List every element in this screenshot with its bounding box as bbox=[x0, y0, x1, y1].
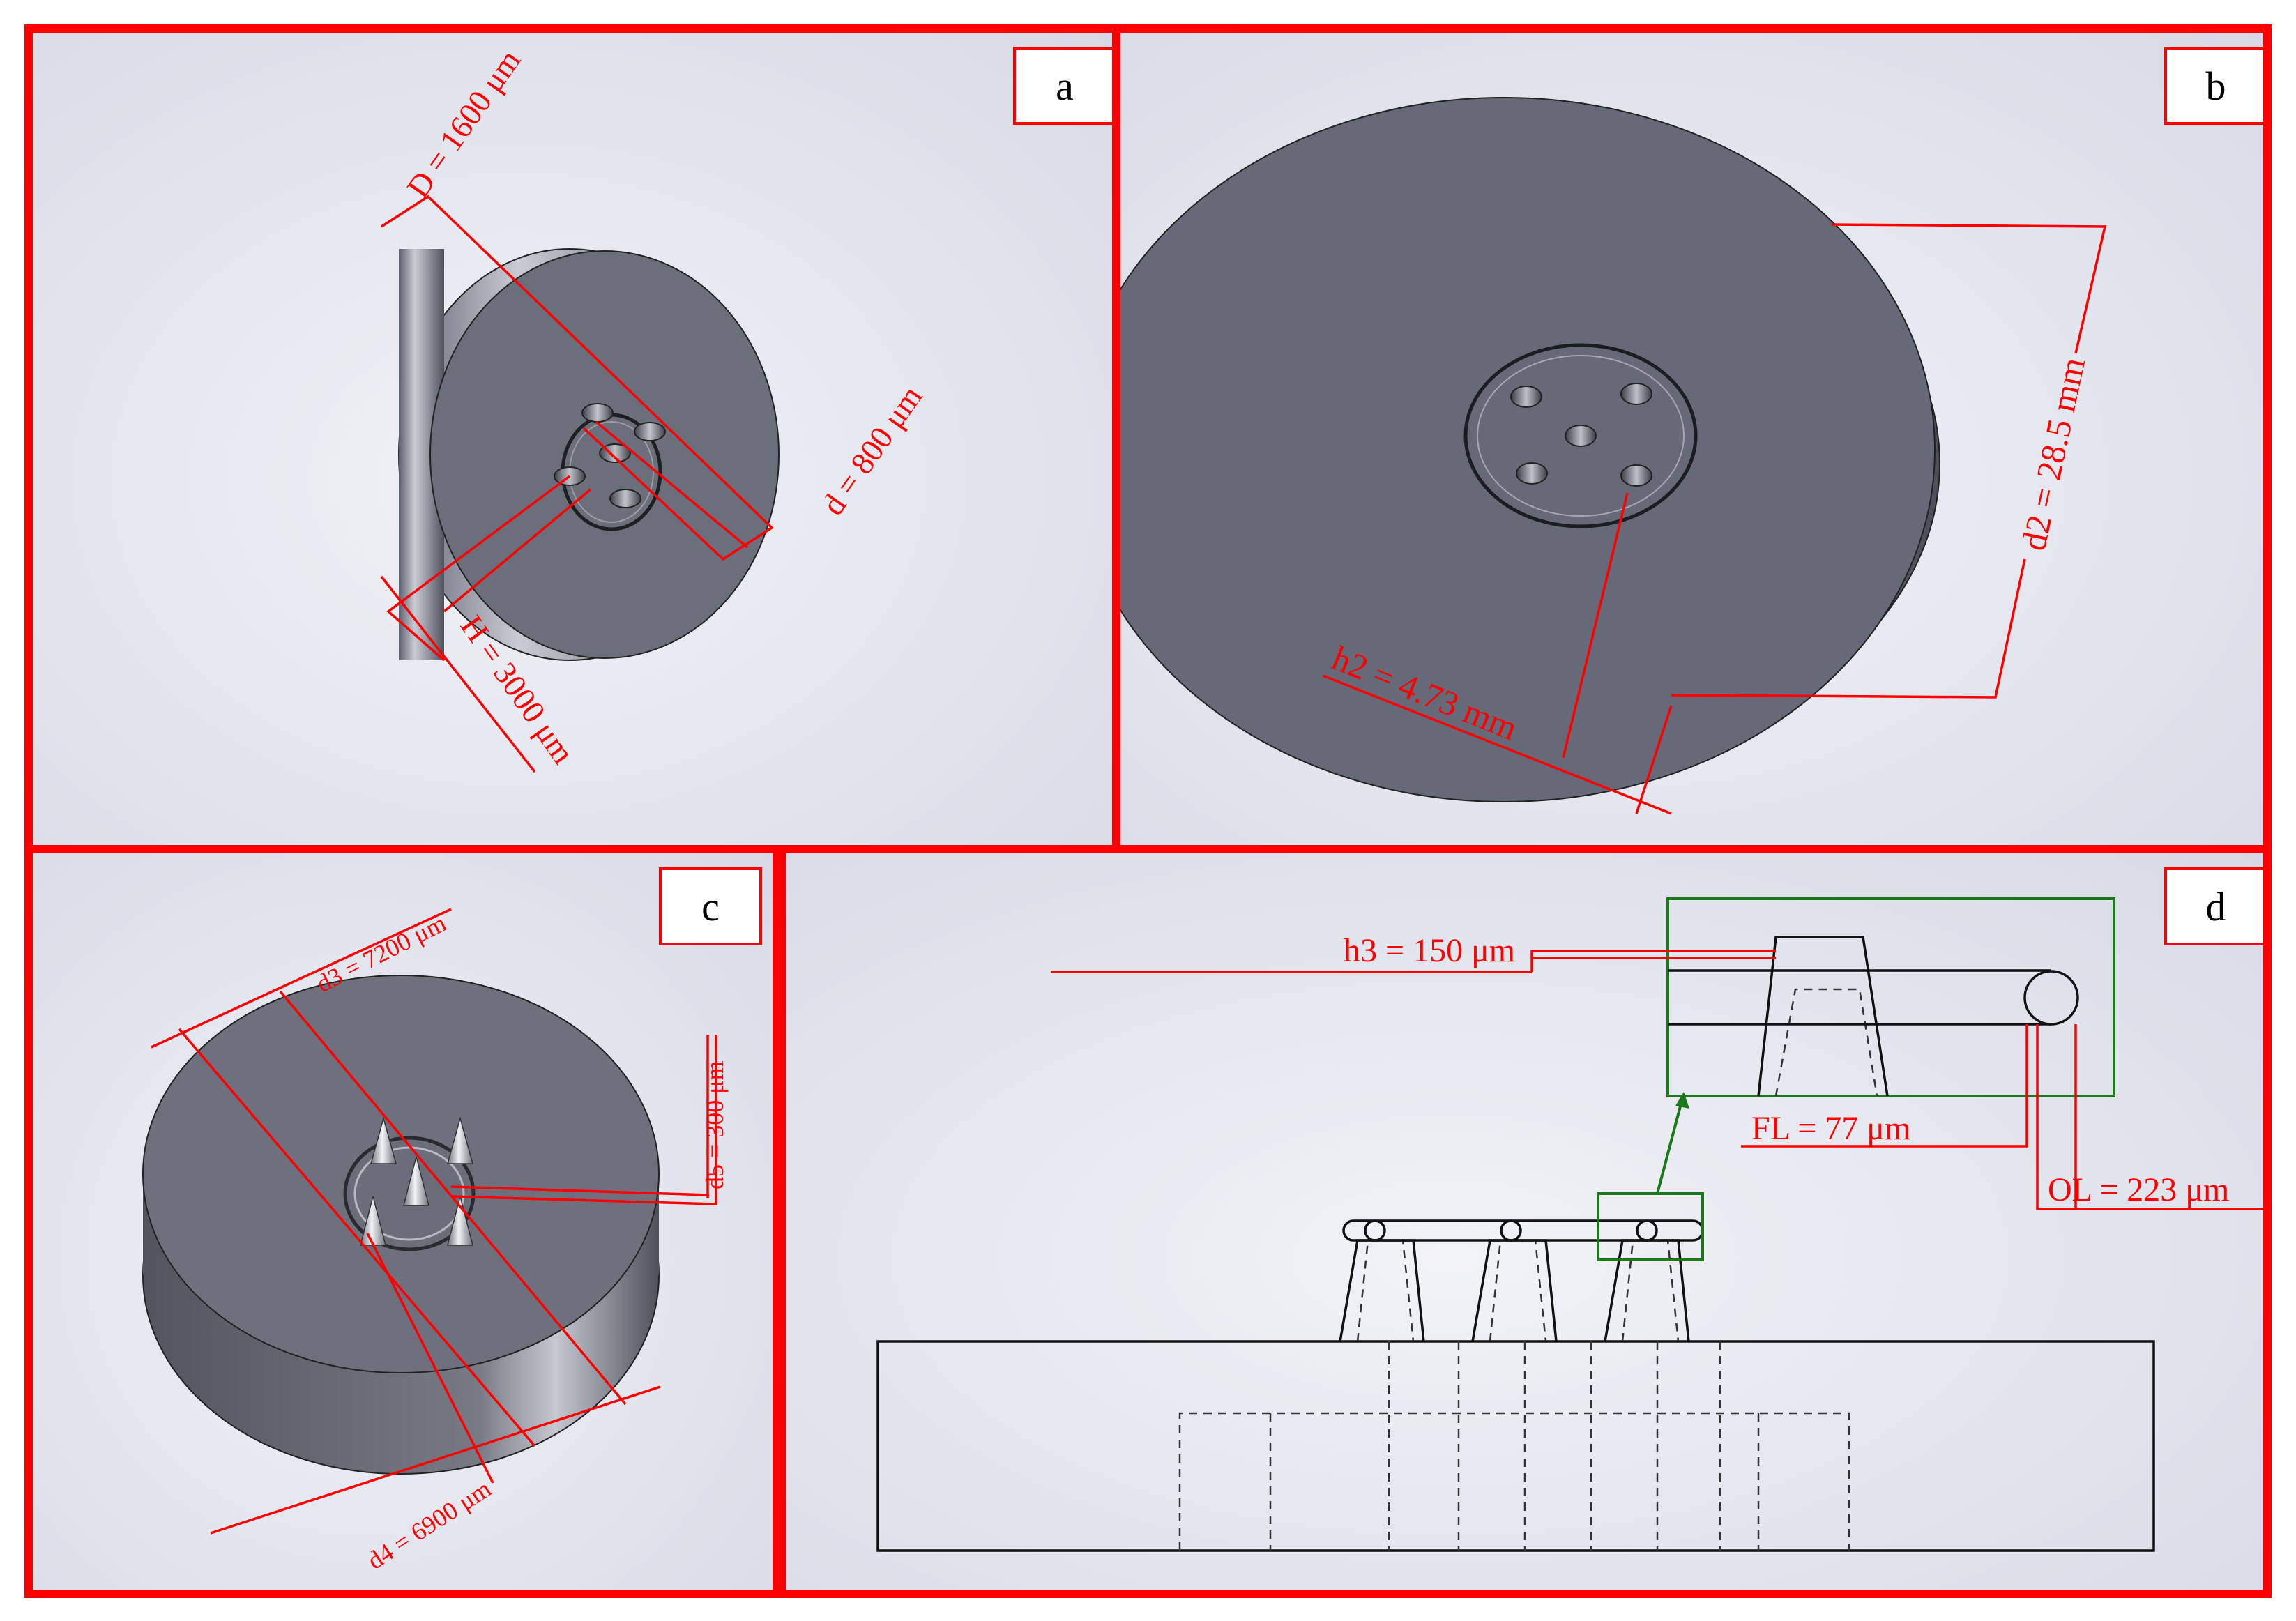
dimension-OL: OL = 223 μm bbox=[2048, 1171, 2229, 1208]
nozzle-cones-c bbox=[360, 1116, 473, 1246]
zoom-source-box bbox=[1597, 1092, 1704, 1261]
nozzle-ring-b bbox=[1463, 343, 1698, 528]
zoom-detail-box bbox=[1666, 897, 2115, 1097]
dimension-h3: h3 = 150 μm bbox=[1344, 932, 1515, 969]
panel-b: b bbox=[1112, 24, 2272, 854]
dimension-d: d = 800 μm bbox=[814, 379, 929, 522]
disc-a bbox=[398, 248, 780, 661]
panel-label-a: a bbox=[1013, 47, 1112, 125]
panel-d: d bbox=[777, 845, 2272, 1598]
panel-a: a bbox=[24, 24, 1120, 854]
panel-d-drawing: h3 = 150 μm FL = 77 μm OL = 223 μm bbox=[876, 897, 2263, 1552]
cone-pillars bbox=[1339, 1219, 1704, 1342]
panel-label-d: d bbox=[2164, 867, 2263, 945]
panel-b-drawing: d2 = 28.5 mm h2 = 4.73 mm bbox=[1120, 97, 2107, 815]
base-block bbox=[876, 1340, 2155, 1552]
dimension-d2: d2 = 28.5 mm bbox=[2014, 354, 2092, 554]
panel-label-c: c bbox=[659, 867, 762, 945]
panel-c: c bbox=[24, 845, 781, 1598]
dimension-lines-d bbox=[1051, 950, 2263, 1210]
dimension-d4: d4 = 6900 μm bbox=[363, 1475, 496, 1575]
dimension-FL: FL = 77 μm bbox=[1751, 1110, 1910, 1147]
nozzle-cones-b bbox=[1510, 383, 1652, 487]
dimension-lines-c bbox=[151, 908, 717, 1535]
dimension-d5: d5 = 300 μm bbox=[701, 1060, 729, 1189]
dimension-lines-a bbox=[380, 195, 774, 773]
panel-c-drawing: d3 = 7200 μm d4 = 6900 μm d5 = 300 μm bbox=[142, 908, 729, 1575]
dimension-lines-b bbox=[1322, 223, 2107, 815]
panel-a-drawing: D = 1600 μm d = 800 μm H = 3000 μm bbox=[380, 43, 929, 773]
disc-b bbox=[1120, 97, 1940, 802]
dimension-D: D = 1600 μm bbox=[400, 43, 527, 204]
panel-label-b: b bbox=[2164, 47, 2263, 125]
